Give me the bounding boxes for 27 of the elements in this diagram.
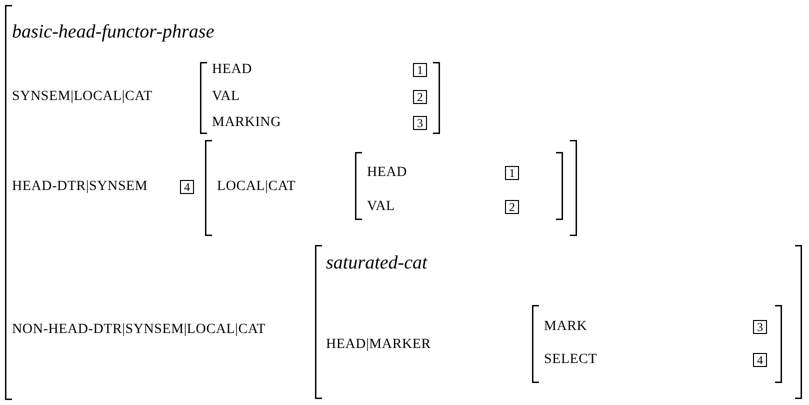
structure-tag: 1 — [413, 63, 427, 77]
structure-tag: 2 — [413, 90, 427, 104]
attribute-value-matrix — [315, 245, 802, 399]
feature-path: VAL — [367, 200, 395, 214]
feature-path: MARK — [544, 320, 588, 334]
feature-path: HEAD-DTR|SYNSEM — [12, 180, 148, 194]
structure-tag: 3 — [753, 320, 767, 334]
feature-path: HEAD — [367, 166, 408, 180]
attribute-value-matrix — [205, 140, 577, 236]
feature-path: LOCAL|CAT — [217, 180, 296, 194]
structure-tag: 2 — [505, 200, 519, 214]
feature-path: SYNSEM|LOCAL|CAT — [12, 90, 152, 104]
feature-path: SELECT — [544, 353, 598, 367]
feature-path: VAL — [212, 90, 240, 104]
feature-path: HEAD — [212, 63, 252, 77]
attribute-value-matrix — [532, 305, 782, 383]
structure-tag: 1 — [505, 166, 519, 180]
feature-path: NON-HEAD-DTR|SYNSEM|LOCAL|CAT — [12, 323, 266, 337]
attribute-value-matrix — [355, 152, 563, 220]
feature-path: MARKING — [212, 116, 281, 130]
type-label: saturated-cat — [326, 254, 428, 272]
structure-tag: 4 — [753, 353, 767, 367]
attribute-value-matrix — [200, 62, 440, 134]
type-label: basic-head-functor-phrase — [12, 22, 214, 42]
feature-path: HEAD|MARKER — [326, 338, 431, 352]
structure-tag: 4 — [180, 180, 194, 194]
structure-tag: 3 — [413, 116, 427, 130]
